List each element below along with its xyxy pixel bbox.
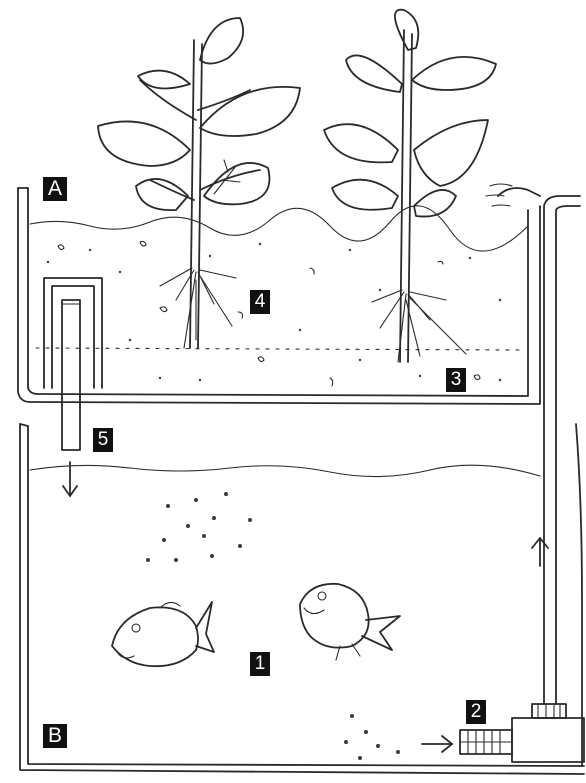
leaf	[332, 180, 398, 210]
bell-siphon	[44, 278, 102, 388]
roots	[372, 290, 466, 362]
leaf	[324, 124, 398, 162]
leaf	[412, 57, 496, 90]
leaf	[98, 121, 190, 166]
pump	[512, 704, 584, 762]
return-pipe	[486, 184, 580, 704]
label-drain: 5	[93, 428, 113, 452]
leaf	[204, 163, 269, 204]
leaf	[200, 18, 243, 64]
media-dots	[47, 243, 501, 381]
leaf	[395, 10, 418, 50]
media-surface-line	[30, 206, 528, 251]
label-fish-tank: B	[43, 724, 67, 748]
intake-flow-arrow	[422, 736, 452, 752]
label-return-pipe: 3	[446, 368, 466, 392]
label-grow-bed: A	[43, 177, 67, 201]
leaf	[200, 87, 300, 136]
fish-right	[300, 584, 400, 660]
label-fish: 1	[250, 652, 270, 676]
drain-pipe	[62, 300, 80, 450]
leaf	[346, 55, 402, 92]
leaf	[414, 120, 488, 186]
pump-intake	[460, 730, 512, 754]
fish-left	[112, 602, 214, 666]
up-flow-arrow	[532, 538, 548, 566]
drain-flow-arrow	[63, 462, 77, 496]
food-pellets	[146, 492, 400, 760]
tank-water-surface	[30, 465, 540, 476]
plant-right	[324, 10, 496, 362]
label-plants: 4	[250, 290, 270, 314]
label-pump: 2	[466, 700, 486, 724]
bed-water-level	[36, 348, 520, 350]
